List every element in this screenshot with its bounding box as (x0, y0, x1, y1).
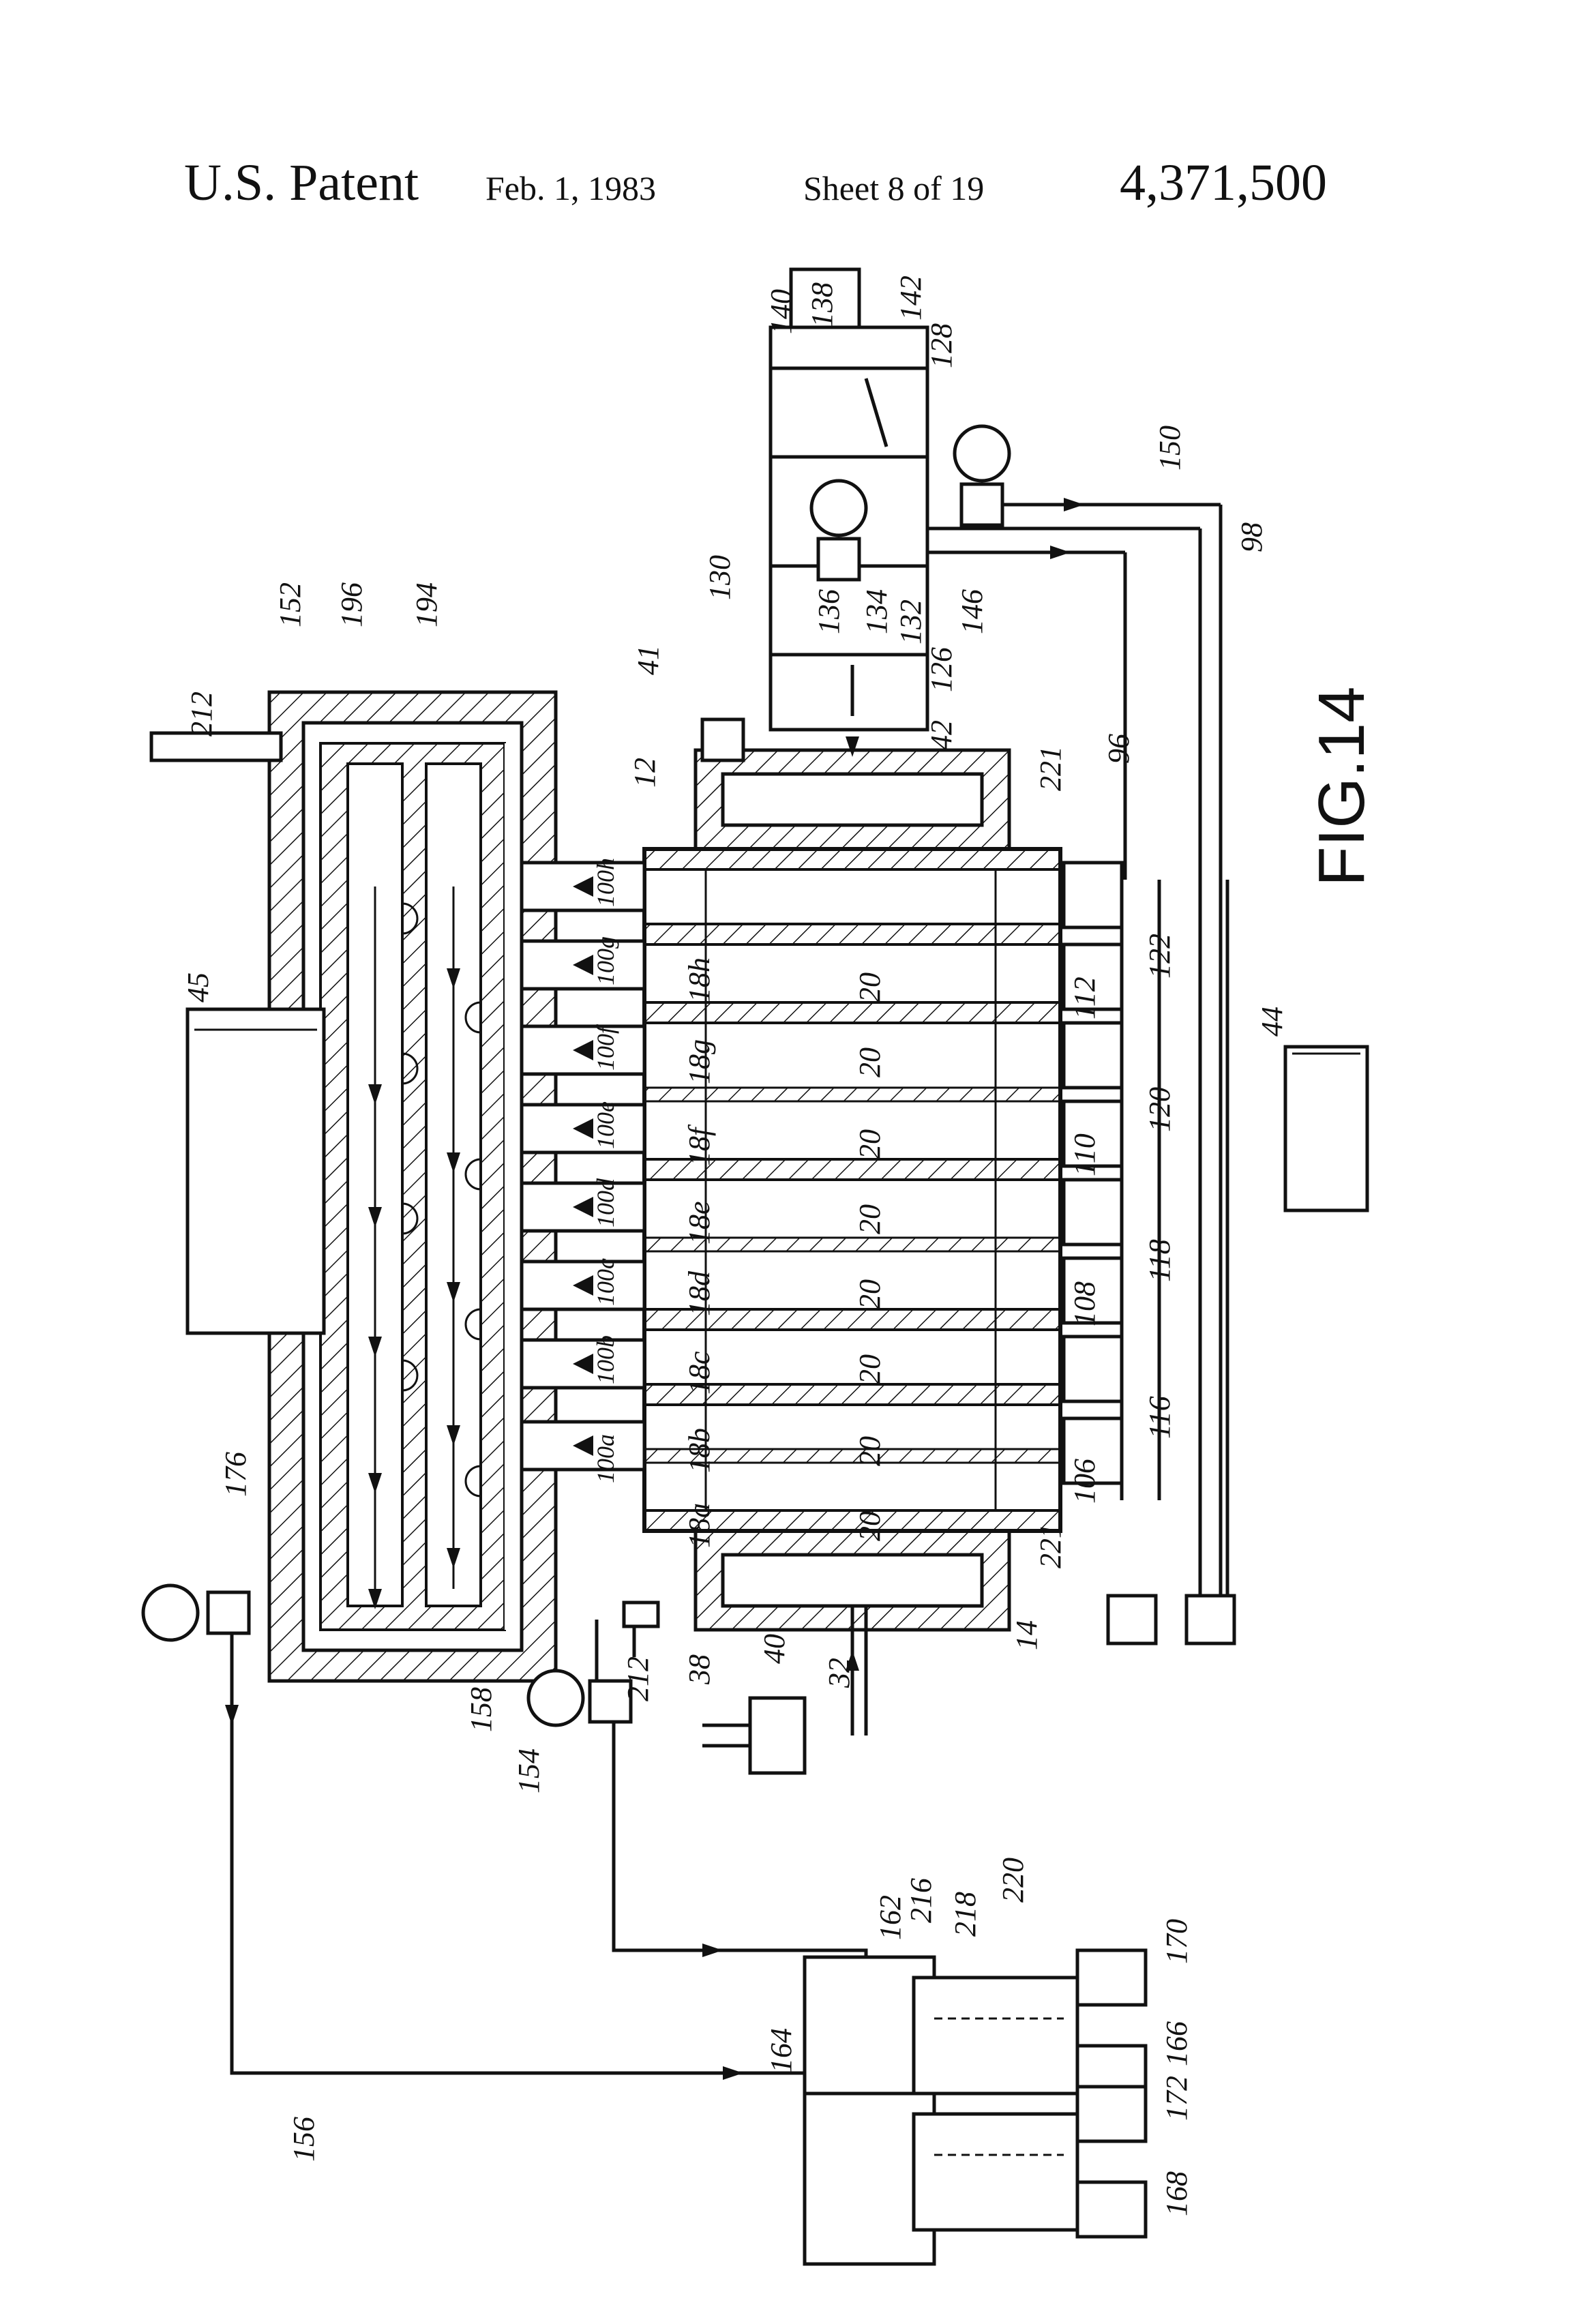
reference-numeral: 41 (631, 645, 665, 675)
reference-numeral: 45 (181, 972, 215, 1002)
reference-numeral: 32 (822, 1658, 856, 1688)
reference-numeral: 42 (925, 720, 958, 750)
reference-numeral: 126 (925, 647, 958, 692)
reference-numeral: 20 (853, 1204, 886, 1234)
reference-numeral: 212 (621, 1656, 655, 1701)
reference-numeral: 158 (464, 1687, 498, 1732)
reference-numeral: 100h (592, 858, 619, 907)
reference-numeral: 18b (683, 1428, 716, 1473)
reference-numeral: 138 (805, 282, 839, 327)
reference-numeral: 128 (925, 323, 958, 368)
reference-numeral: 134 (860, 589, 893, 634)
reference-numeral: 218 (949, 1892, 982, 1937)
reference-numeral: 164 (764, 2028, 798, 2073)
reference-numeral: 156 (287, 2117, 320, 2162)
reference-numeral: 20 (853, 1511, 886, 1541)
reference-numeral: 154 (512, 1748, 546, 1793)
reference-numeral: 152 (273, 582, 307, 627)
reference-numeral: 221 (1034, 1523, 1067, 1568)
reference-numeral: 12 (628, 758, 661, 788)
reference-numeral: 18g (683, 1039, 716, 1084)
reference-numeral: 100c (592, 1258, 619, 1306)
reference-numeral: 38 (683, 1654, 716, 1685)
container-44 (1285, 1047, 1367, 1210)
pipe-38-inlet (702, 1698, 805, 1773)
pipe-212-top (151, 733, 281, 760)
reference-numeral: 20 (853, 1354, 886, 1384)
reference-numeral: 18e (683, 1201, 716, 1245)
reference-numeral: 106 (1068, 1459, 1101, 1504)
reference-numeral: 130 (703, 555, 736, 600)
reference-numeral: 98 (1235, 522, 1268, 552)
reference-numeral: 20 (853, 1047, 886, 1077)
reference-numeral: 122 (1143, 934, 1176, 979)
reference-numeral: 96 (1102, 734, 1135, 764)
reference-numeral: 162 (874, 1895, 907, 1940)
reference-numeral: 100f (592, 1024, 619, 1071)
reference-numeral: 14 (1010, 1620, 1043, 1650)
reference-numeral: 194 (410, 582, 443, 627)
reference-numeral: 44 (1255, 1007, 1289, 1037)
reference-numeral: 136 (812, 589, 846, 634)
label-18a-partition: 18h (683, 957, 716, 1002)
reference-numeral: 100g (592, 936, 619, 985)
reference-numeral: 220 (996, 1858, 1030, 1903)
reference-numeral: 100d (592, 1178, 619, 1227)
reference-numeral: 112 (1068, 977, 1101, 1019)
container-45 (188, 1009, 324, 1333)
reference-numeral: 221 (1034, 746, 1067, 791)
reference-numeral: 20 (853, 1436, 886, 1466)
reference-numeral: 20 (853, 972, 886, 1002)
separator-164 (805, 2087, 1146, 2264)
reference-numeral: 176 (219, 1452, 252, 1497)
reference-numeral: 100b (592, 1335, 619, 1384)
reference-numeral: 196 (335, 582, 368, 627)
reference-numeral: 100e (592, 1101, 619, 1149)
reference-numeral: 216 (904, 1878, 938, 1923)
reference-numeral: 150 (1153, 426, 1186, 471)
reference-numeral: 116 (1143, 1396, 1176, 1439)
reference-numeral: 166 (1160, 2021, 1193, 2066)
figure-caption: FIG.14 (1305, 687, 1378, 887)
reference-numeral: 100a (592, 1434, 619, 1483)
reference-numeral: 18a (683, 1503, 716, 1548)
reference-numeral: 118 (1143, 1239, 1176, 1282)
reference-numeral: 18d (683, 1270, 716, 1316)
reference-numeral: 40 (758, 1634, 791, 1664)
reference-numeral: 142 (894, 275, 927, 321)
reference-numeral: 108 (1068, 1281, 1101, 1326)
reference-numeral: 170 (1160, 1919, 1193, 1964)
reference-numeral: 132 (894, 599, 927, 644)
reference-numeral: 18c (683, 1351, 716, 1395)
outlet-plugs (1108, 1596, 1234, 1643)
reference-numeral: 172 (1160, 2076, 1193, 2121)
reference-numeral: 18f (683, 1124, 716, 1166)
reference-numeral: 20 (853, 1279, 886, 1309)
reference-numeral: 140 (764, 289, 798, 334)
reference-numeral: 20 (853, 1129, 886, 1159)
reference-numeral: 146 (955, 589, 989, 634)
reference-numeral: 168 (1160, 2171, 1193, 2216)
end-cap-bottom-14 (696, 1531, 1009, 1735)
reference-numeral: 212 (185, 691, 218, 736)
reference-numeral: 120 (1143, 1087, 1176, 1132)
reference-numeral: 110 (1068, 1133, 1101, 1176)
